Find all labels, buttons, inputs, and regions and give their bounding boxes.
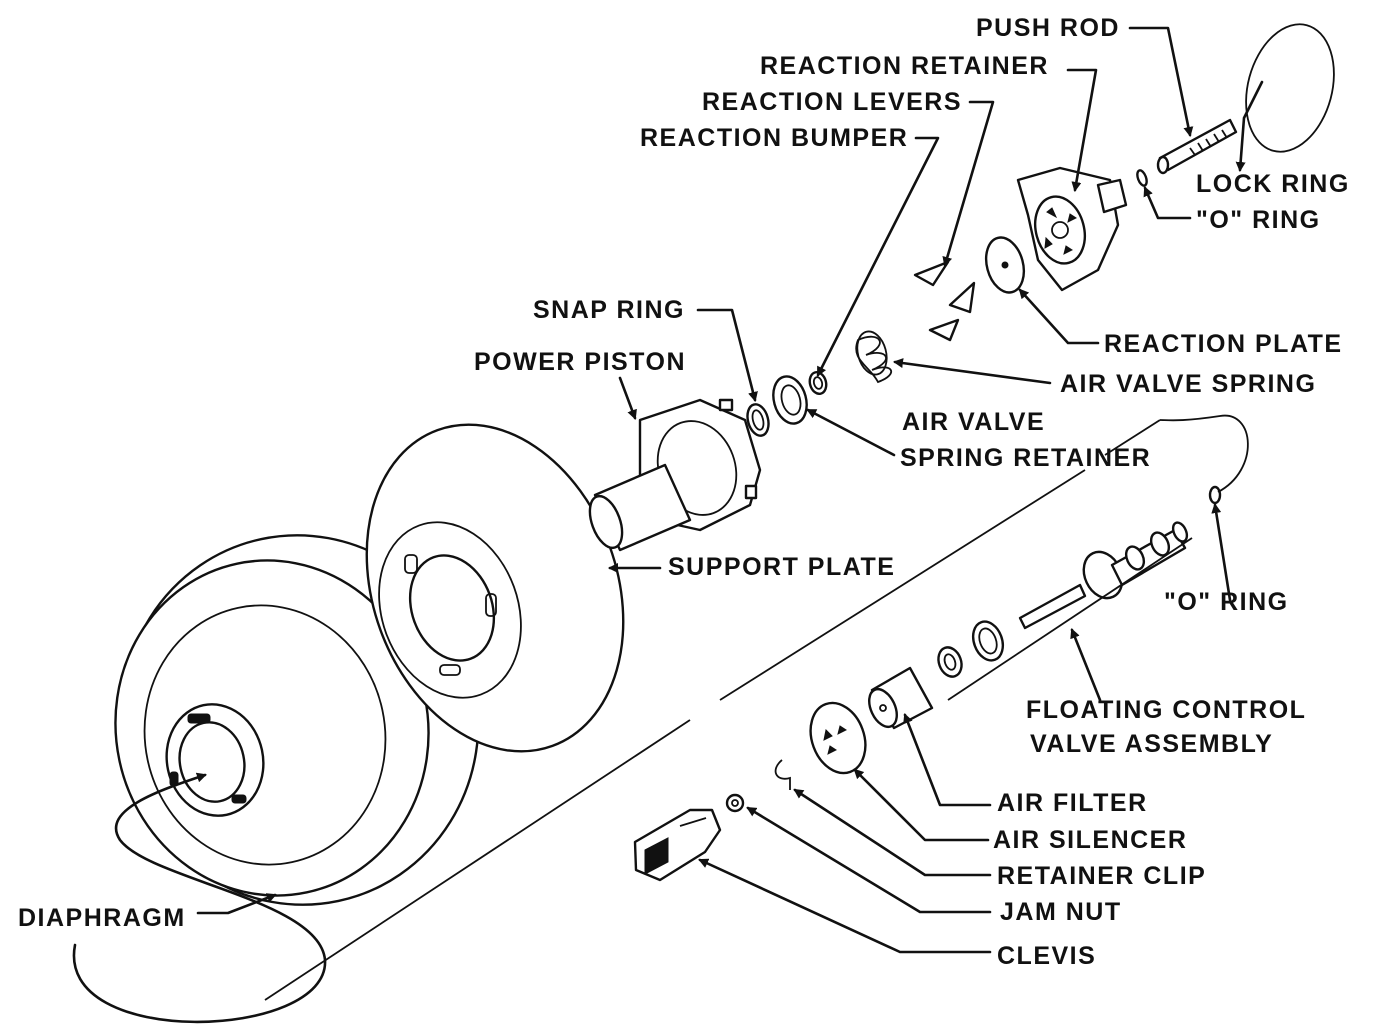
label-lock-ring: LOCK RING	[1196, 170, 1350, 198]
label-reaction-retainer: REACTION RETAINER	[760, 52, 1049, 80]
reaction-levers-part	[913, 260, 976, 342]
label-air-valve-spring-retainer-2: SPRING RETAINER	[900, 444, 1151, 472]
retainer-clip-part	[774, 759, 791, 790]
label-diaphragm: DIAPHRAGM	[18, 904, 186, 932]
label-air-filter: AIR FILTER	[997, 789, 1148, 817]
air-silencer-part	[809, 701, 867, 775]
floating-control-valve-part	[937, 521, 1193, 701]
lock-ring-part	[1245, 23, 1335, 153]
label-jam-nut: JAM NUT	[1000, 898, 1122, 926]
push-rod-part	[1156, 118, 1238, 175]
air-valve-spring-retainer-part	[772, 375, 808, 425]
label-reaction-plate: REACTION PLATE	[1104, 330, 1343, 358]
label-reaction-bumper: REACTION BUMPER	[640, 124, 908, 152]
label-o-ring-top: "O" RING	[1196, 206, 1321, 234]
label-snap-ring: SNAP RING	[533, 296, 685, 324]
labels: PUSH ROD REACTION RETAINER REACTION LEVE…	[18, 14, 1350, 970]
leader-lines	[72, 26, 1264, 1024]
jam-nut-part	[725, 793, 745, 813]
snap-ring-part	[746, 403, 770, 437]
label-air-valve-spring: AIR VALVE SPRING	[1060, 370, 1316, 398]
label-floating-control-valve-1: FLOATING CONTROL	[1026, 696, 1306, 724]
label-support-plate: SUPPORT PLATE	[668, 553, 895, 581]
reaction-plate-part	[984, 236, 1026, 294]
label-retainer-clip: RETAINER CLIP	[997, 862, 1206, 890]
label-power-piston: POWER PISTON	[474, 348, 686, 376]
air-valve-spring-part	[855, 330, 892, 384]
label-floating-control-valve-2: VALVE ASSEMBLY	[1030, 730, 1273, 758]
label-push-rod: PUSH ROD	[976, 14, 1120, 42]
reaction-bumper-part	[808, 370, 828, 396]
support-plate-part	[365, 423, 625, 753]
label-o-ring-right: "O" RING	[1164, 588, 1289, 616]
clevis-part	[633, 808, 722, 882]
assembly-axis	[264, 419, 1161, 1001]
o-ring-top-part	[1136, 169, 1148, 187]
reaction-retainer-part	[1016, 166, 1128, 292]
label-air-silencer: AIR SILENCER	[993, 826, 1187, 854]
o-ring-right-part	[1208, 485, 1222, 505]
label-clevis: CLEVIS	[997, 942, 1096, 970]
air-filter-part	[868, 666, 934, 730]
power-piston-part	[588, 398, 762, 552]
label-reaction-levers: REACTION LEVERS	[702, 88, 962, 116]
label-air-valve-spring-retainer-1: AIR VALVE	[902, 408, 1045, 436]
